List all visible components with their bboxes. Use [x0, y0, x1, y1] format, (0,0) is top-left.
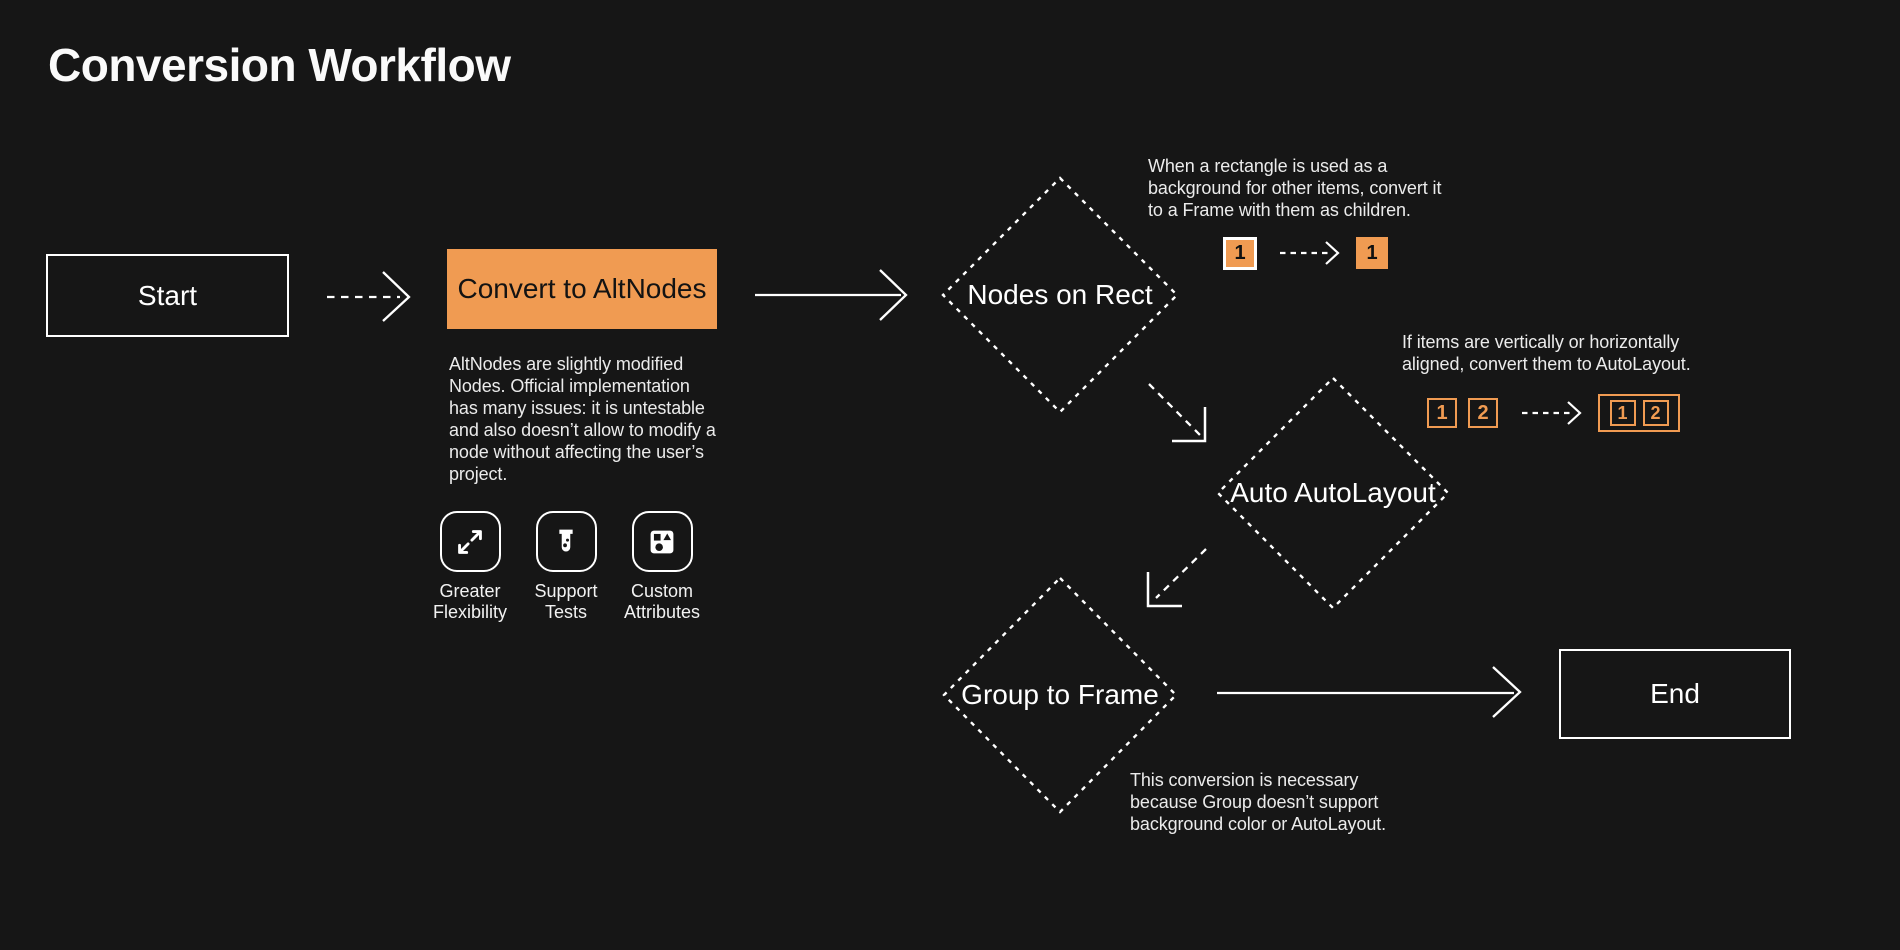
feature-label: Greater Flexibility [432, 581, 507, 623]
autolayout-item-2: 2 [1642, 400, 1669, 426]
start-node[interactable]: Start [46, 254, 289, 337]
group-to-frame-label: Group to Frame [961, 679, 1159, 710]
rect-illustration-arrow [1280, 241, 1340, 265]
auto-autolayout-diamond[interactable] [1216, 376, 1450, 610]
auto-autolayout-label: Auto AutoLayout [1230, 477, 1436, 508]
autolayout-item-1: 1 [1609, 400, 1636, 426]
autolayout-to-group-arrow [1146, 548, 1207, 608]
rect-to-autolayout-arrow [1148, 383, 1207, 443]
feature-custom-attributes: Custom Attributes [614, 511, 710, 623]
group-to-end-arrow [1217, 666, 1522, 718]
autolayout-illustration-arrow [1522, 401, 1582, 425]
nodes-on-rect-label: Nodes on Rect [967, 279, 1153, 310]
feature-label: Custom Attributes [623, 581, 701, 623]
auto-autolayout-note: If items are vertically or horizontally … [1402, 332, 1691, 374]
aligned-item-1-chip: 1 [1427, 398, 1457, 428]
aligned-item-2-digit: 2 [1477, 401, 1489, 424]
rect-before-chip: 1 [1223, 237, 1257, 270]
convert-node-label: Convert to AltNodes [457, 273, 707, 304]
aligned-item-1-digit: 1 [1436, 401, 1448, 424]
convert-to-rect-arrow [755, 269, 908, 321]
frame-after-chip: 1 [1356, 237, 1388, 269]
feature-greater-flexibility: Greater Flexibility [422, 511, 518, 623]
expand-arrows-icon [439, 511, 501, 572]
group-to-frame-note: This conversion is necessary because Gro… [1130, 770, 1387, 834]
start-node-label: Start [137, 279, 198, 311]
start-to-convert-arrow [327, 271, 411, 322]
autolayout-item-2-digit: 2 [1650, 402, 1661, 423]
test-tube-icon [535, 511, 597, 572]
convert-to-altnodes-node[interactable]: Convert to AltNodes [447, 249, 717, 329]
frame-after-digit: 1 [1366, 241, 1378, 264]
feature-support-tests: Support Tests [518, 511, 614, 623]
autolayout-item-1-digit: 1 [1617, 402, 1628, 423]
page-title: Conversion Workflow [48, 39, 511, 91]
shapes-icon [631, 511, 693, 572]
group-to-frame-diamond[interactable] [942, 576, 1178, 814]
rect-before-digit: 1 [1234, 242, 1246, 264]
aligned-item-2-chip: 2 [1468, 398, 1498, 428]
altnodes-features: Greater Flexibility Support Tests [433, 511, 700, 623]
nodes-on-rect-note: When a rectangle is used as a background… [1148, 156, 1442, 220]
autolayout-container: 1 2 [1598, 394, 1680, 432]
feature-label: Support Tests [534, 581, 598, 623]
end-node-label: End [1650, 678, 1700, 709]
altnodes-note: AltNodes are slightly modified Nodes. Of… [449, 354, 716, 484]
end-node[interactable]: End [1559, 649, 1791, 739]
